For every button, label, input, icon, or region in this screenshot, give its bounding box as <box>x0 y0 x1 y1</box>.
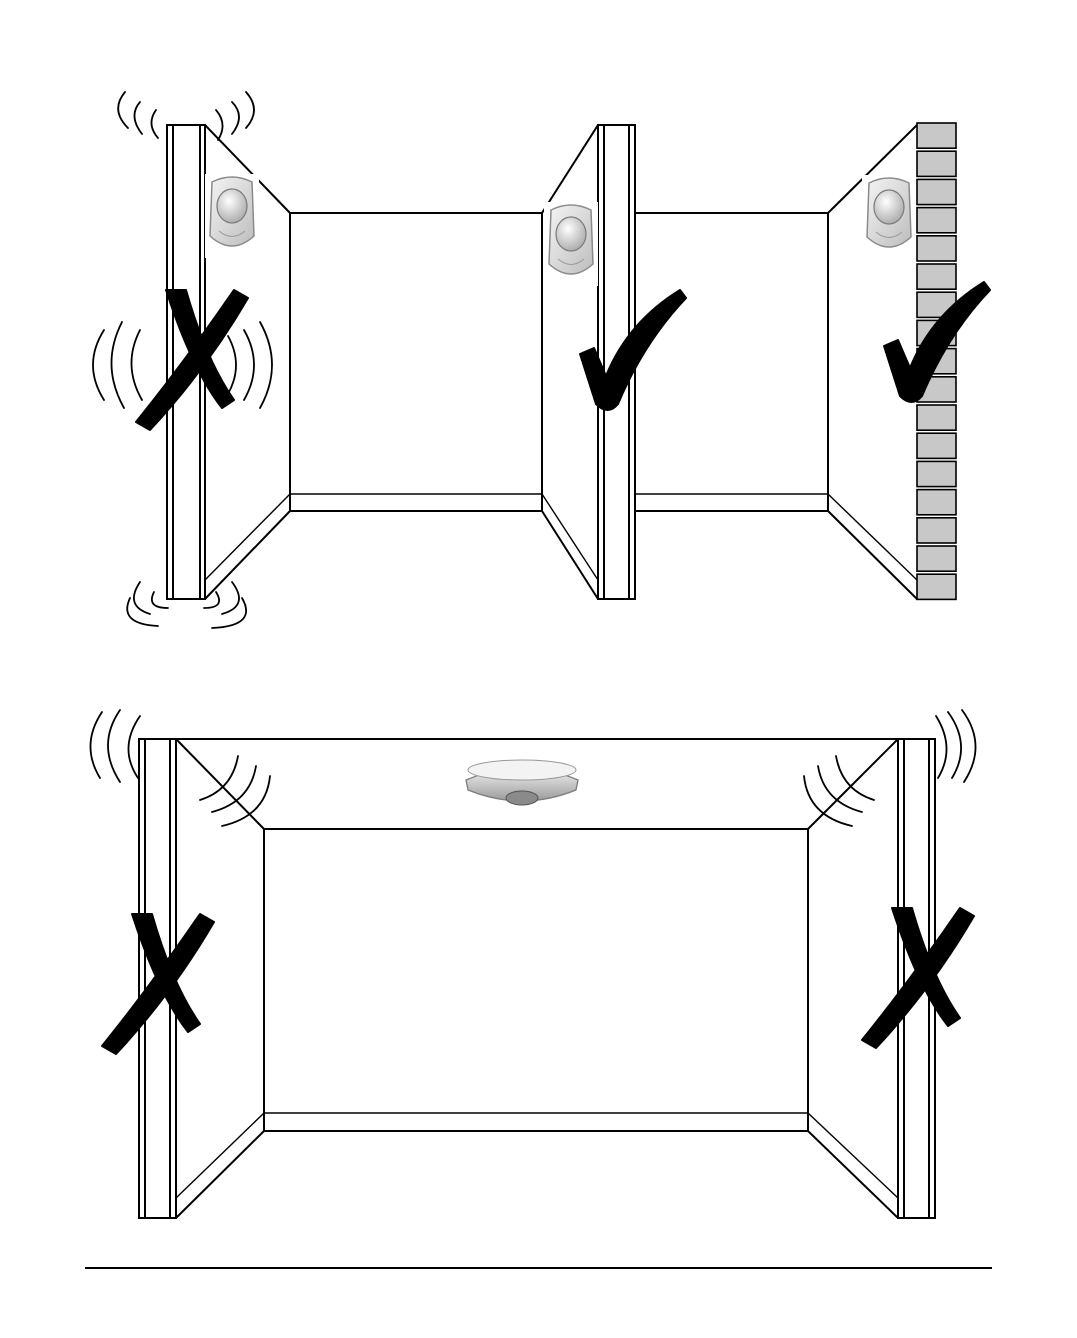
brick <box>917 236 956 261</box>
brick <box>917 123 956 148</box>
brick <box>917 179 956 204</box>
check-icon <box>580 290 686 410</box>
room-hollow-partition <box>93 92 542 628</box>
brick <box>917 405 956 430</box>
cross-icon <box>862 908 974 1048</box>
pir-sensor-wall-2 <box>544 202 598 286</box>
brick <box>917 461 956 486</box>
cross-icon <box>136 290 248 430</box>
brick <box>917 151 956 176</box>
cross-icon <box>102 914 214 1054</box>
back-wall-ceiling-room <box>264 829 808 1131</box>
brick <box>917 518 956 543</box>
brick <box>917 546 956 571</box>
brick <box>917 574 956 599</box>
back-wall-1 <box>290 213 542 511</box>
brick <box>917 208 956 233</box>
back-wall-2 <box>635 213 828 511</box>
pir-sensor-ceiling <box>463 758 581 808</box>
ceiling-mount-panel <box>90 710 975 1218</box>
wall-mount-panel <box>93 92 990 628</box>
vibration-waves-1 <box>93 92 272 628</box>
brick <box>917 433 956 458</box>
room-solid-partition <box>542 125 828 599</box>
brick <box>917 490 956 515</box>
room-brick-wall <box>828 123 990 599</box>
pir-sensor-wall-3 <box>862 175 916 259</box>
brick <box>917 264 956 289</box>
pir-sensor-wall-1 <box>205 174 259 258</box>
